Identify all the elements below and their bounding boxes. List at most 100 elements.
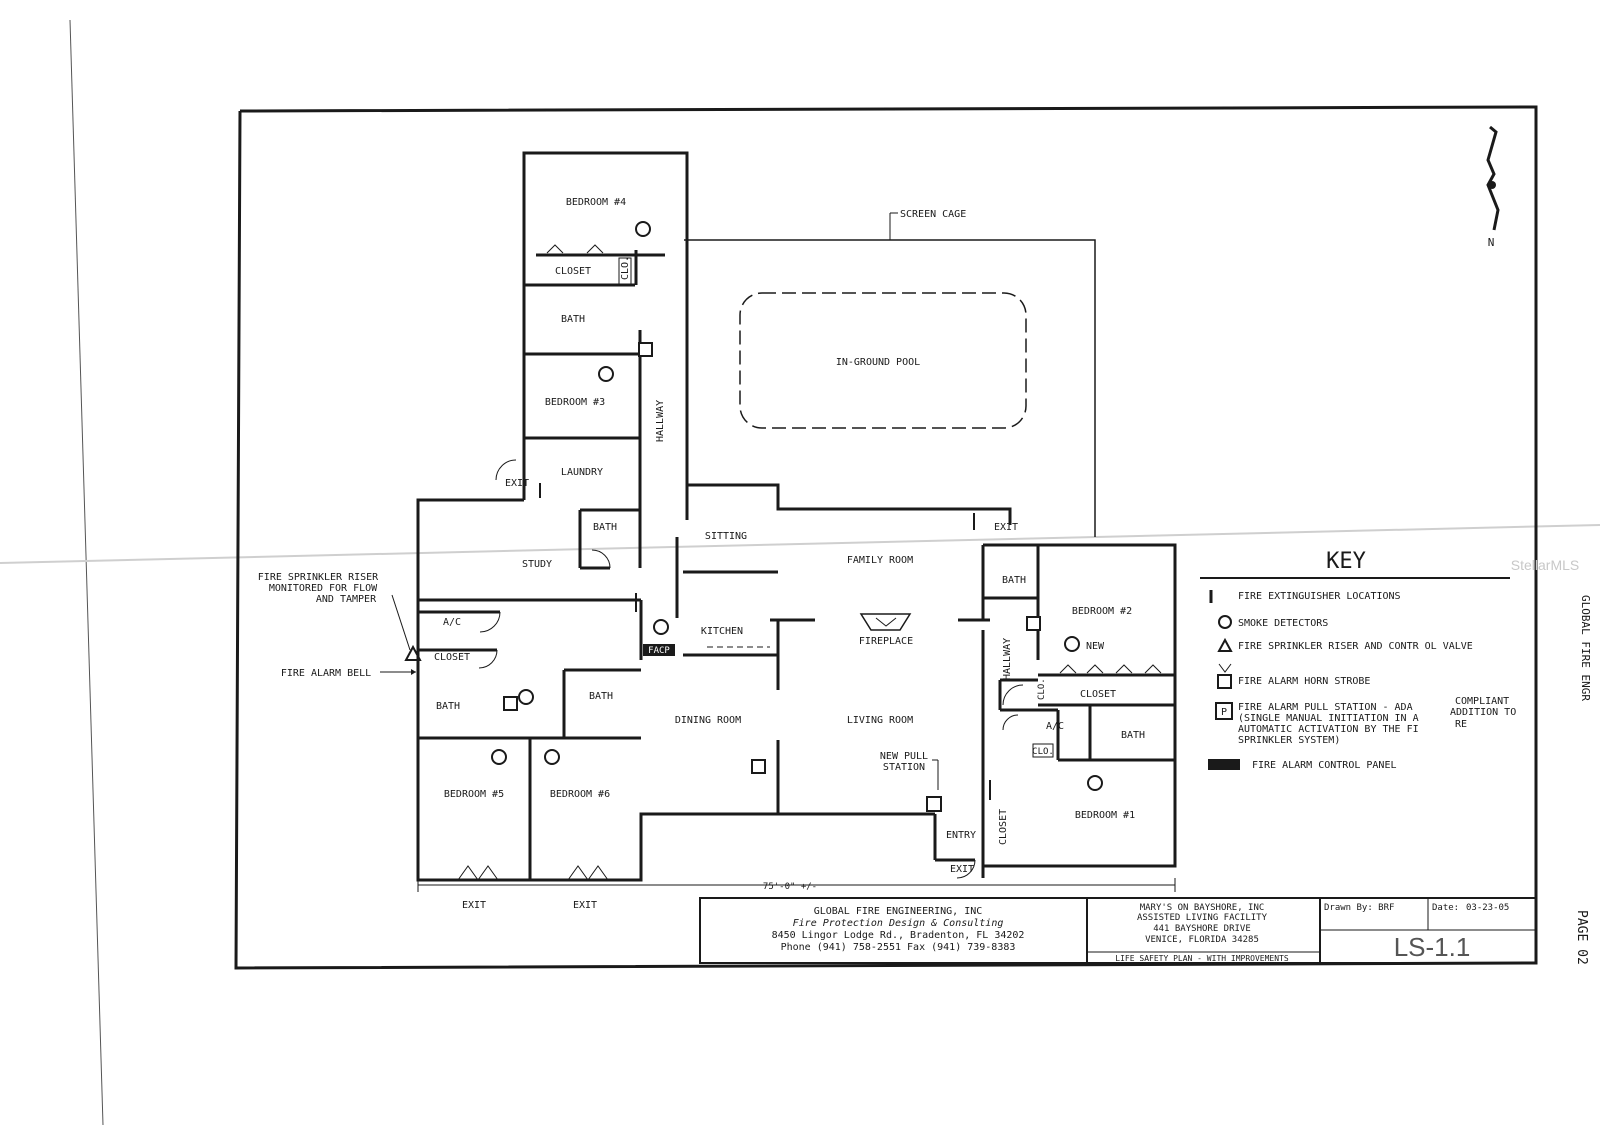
family-room-label: FAMILY ROOM [847, 555, 913, 566]
drawn-by: Drawn By: BRF [1324, 903, 1394, 913]
bedroom4-label: BEDROOM #4 [566, 197, 626, 208]
key-pull-extra3: RE [1455, 719, 1467, 730]
north-arrow-icon: N [1486, 125, 1500, 249]
exit-bottom-right-label: EXIT [573, 900, 597, 911]
watermark: StellarMLS [1511, 557, 1579, 573]
date-label: Date: [1432, 903, 1459, 913]
callout-labels: FIRE SPRINKLER RISER MONITORED FOR FLOW … [258, 572, 379, 679]
title-block: GLOBAL FIRE ENGINEERING, INC Fire Protec… [699, 897, 1537, 964]
scan-edge-line [69, 19, 104, 1126]
closet-right2-label: CLOSET [1080, 689, 1116, 700]
fireplace-icon [859, 613, 912, 631]
study-label: STUDY [522, 559, 552, 570]
closet-top-label: CLOSET [555, 266, 591, 277]
key-riser-icon [1217, 637, 1233, 652]
main-body-walls [416, 498, 990, 882]
key-pull-extra2: ADDITION TO [1450, 707, 1516, 718]
key-item-4: FIRE ALARM HORN STROBE [1238, 676, 1370, 687]
key-pull-station-icon [1215, 702, 1233, 720]
exit-family-label: EXIT [994, 522, 1018, 533]
bedroom1-label: BEDROOM #1 [1075, 810, 1135, 821]
ac-right-label: A/C [1046, 721, 1064, 732]
east-wing-walls [983, 543, 1177, 868]
new-pull-label-1: NEW PULL [880, 751, 928, 762]
exit-bottom-left-label: EXIT [462, 900, 486, 911]
firm-phone: Phone (941) 758-2551 Fax (941) 739-8383 [781, 942, 1016, 953]
key-horn-strobe-icon [1217, 674, 1232, 689]
bedroom5-label: BEDROOM #5 [444, 789, 504, 800]
sheet-number: LS-1.1 [1394, 932, 1471, 962]
pull-station-icon [926, 796, 942, 812]
date-value: 03-23-05 [1466, 903, 1509, 913]
clo-top-label: CLO. [620, 256, 631, 280]
room-labels: BEDROOM #4 CLOSET CLO. BATH BEDROOM #3 H… [434, 197, 1145, 911]
bath-mid-label: BATH [589, 691, 613, 702]
key-title: KEY [1326, 549, 1366, 574]
clo-right1-label: CLO. [1037, 678, 1047, 700]
key-pull-extra1: COMPLIANT [1455, 696, 1509, 707]
hallway-right-label: HALLWAY [1002, 638, 1013, 680]
clo-right2-label: CLO. [1032, 747, 1054, 757]
in-ground-pool [739, 292, 1027, 429]
key-pull-line3: AUTOMATIC ACTIVATION BY THE FI [1238, 724, 1419, 735]
key-pull-line2: (SINGLE MANUAL INITIATION IN A [1238, 713, 1419, 724]
facp-label: FACP [648, 646, 670, 656]
key-item-2: SMOKE DETECTORS [1238, 618, 1328, 629]
bath-right-top-label: BATH [1002, 575, 1026, 586]
pool-label: IN-GROUND POOL [836, 357, 920, 368]
bedroom3-label: BEDROOM #3 [545, 397, 605, 408]
sheet-border [234, 105, 1538, 970]
bedroom6-label: BEDROOM #6 [550, 789, 610, 800]
firm-subtitle: Fire Protection Design & Consulting [793, 918, 1004, 929]
closet-left-label: CLOSET [434, 652, 470, 663]
fire-extinguisher-icons [539, 483, 991, 800]
key-item-3: FIRE SPRINKLER RISER AND CONTR OL VALVE [1238, 641, 1473, 652]
sprinkler-riser-line1: FIRE SPRINKLER RISER [258, 572, 379, 583]
entry-label: ENTRY [946, 830, 976, 841]
facp-panel [643, 644, 675, 656]
horn-strobe-icons [503, 342, 1041, 774]
new-pull-label-2: STATION [883, 762, 925, 773]
plan-title: LIFE SAFETY PLAN - WITH IMPROVEMENTS [1115, 954, 1289, 963]
closet-right-label: CLOSET [998, 809, 1009, 845]
north-label: N [1488, 236, 1495, 249]
smoke-detector-icons [491, 221, 1103, 791]
firm-name: GLOBAL FIRE ENGINEERING, INC [814, 906, 983, 917]
legend-key: KEY FIRE EXTINGUISHER LOCATIONS SMOKE DE… [1200, 549, 1516, 771]
laundry-label: LAUNDRY [561, 467, 603, 478]
bath-study-label: BATH [593, 522, 617, 533]
key-panel-icon [1208, 759, 1240, 770]
bath-top-label: BATH [561, 314, 585, 325]
north-wing-walls [522, 151, 1012, 525]
fireplace-label: FIREPLACE [859, 636, 913, 647]
alarm-bell-label: FIRE ALARM BELL [281, 668, 371, 679]
living-room-label: LIVING ROOM [847, 715, 913, 726]
screen-cage-label: SCREEN CAGE [900, 209, 966, 220]
sitting-label: SITTING [705, 531, 747, 542]
kitchen-label: KITCHEN [701, 626, 743, 637]
key-smoke-icon [1218, 615, 1232, 629]
new-label: NEW [1086, 641, 1105, 652]
sprinkler-riser-line3: AND TAMPER [316, 594, 377, 605]
key-pull-symbol: P [1221, 707, 1227, 718]
client-line2: ASSISTED LIVING FACILITY [1137, 913, 1268, 923]
hallway-left-label: HALLWAY [655, 400, 666, 442]
client-line1: MARY'S ON BAYSHORE, INC [1140, 903, 1265, 913]
exit-laundry-label: EXIT [505, 478, 529, 489]
ac-left-label: A/C [443, 617, 461, 628]
dimension-line [417, 878, 1176, 892]
scan-fold-line [0, 524, 1600, 564]
bath-right2-label: BATH [1121, 730, 1145, 741]
bedroom2-label: BEDROOM #2 [1072, 606, 1132, 617]
key-panel-label: FIRE ALARM CONTROL PANEL [1252, 760, 1397, 771]
key-pull-line1: FIRE ALARM PULL STATION - ADA [1238, 702, 1413, 713]
dimension-label: 75'-0" +/- [763, 882, 817, 892]
sprinkler-riser-icon [404, 644, 422, 661]
screen-cage-outline [684, 239, 1096, 537]
firm-address: 8450 Lingor Lodge Rd., Bradenton, FL 342… [772, 930, 1025, 941]
sprinkler-riser-line2: MONITORED FOR FLOW [269, 583, 378, 594]
exit-entry-label: EXIT [950, 864, 974, 875]
margin-side-note: GLOBAL FIRE ENGR [1579, 595, 1592, 701]
bath-left-label: BATH [436, 701, 460, 712]
